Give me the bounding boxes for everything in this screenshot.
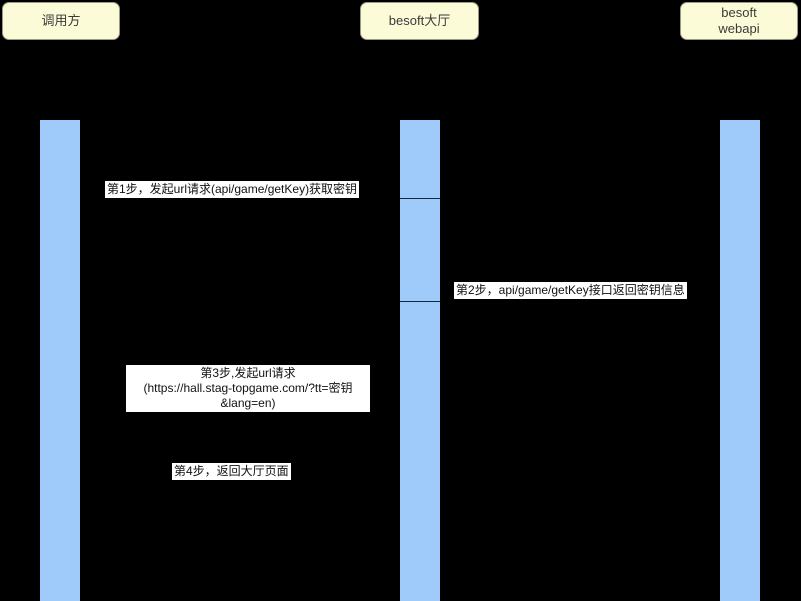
activation-bar-caller [40,120,80,601]
message-label-step-2: 第2步，api/game/getKey接口返回密钥信息 [454,282,687,299]
participant-header-besoft-hall[interactable]: besoft大厅 [360,2,479,40]
message-label-step-1: 第1步，发起url请求(api/game/getKey)获取密钥 [105,181,360,198]
activation-segment-divider-1 [400,198,440,199]
participant-header-caller[interactable]: 调用方 [2,2,120,40]
activation-segment-divider-2 [400,301,440,302]
message-label-step-3: 第3步,发起url请求 (https://hall.stag-topgame.c… [126,365,370,412]
participant-header-besoft-webapi[interactable]: besoft webapi [680,2,798,40]
message-label-step-4: 第4步，返回大厅页面 [172,463,291,480]
activation-bar-besoft-webapi [720,120,760,601]
activation-bar-besoft-hall [400,120,440,601]
